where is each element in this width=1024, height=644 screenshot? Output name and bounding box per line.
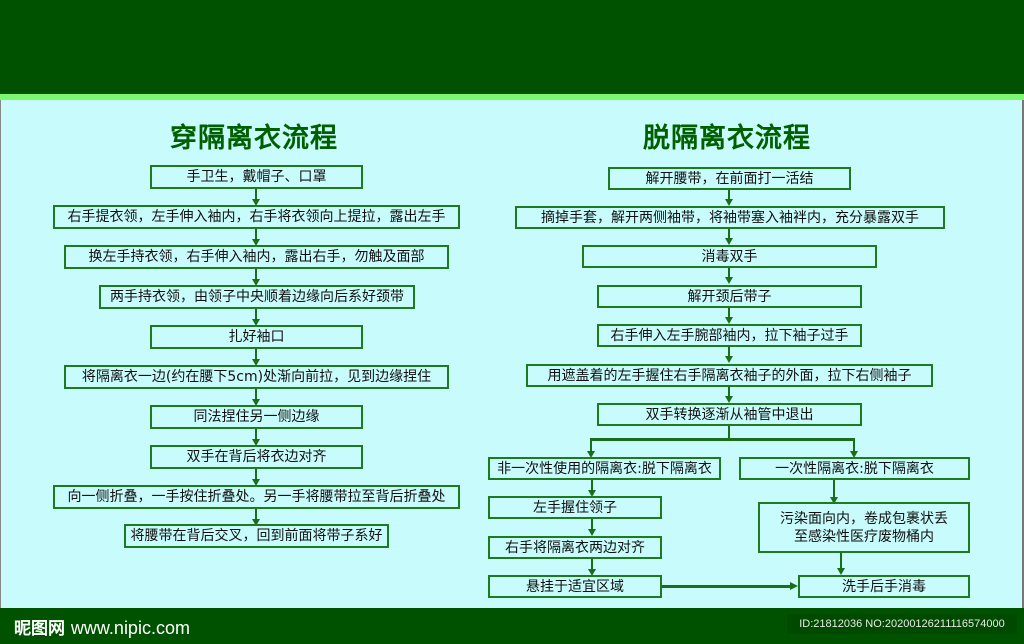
accent-line: [0, 94, 1024, 100]
arrow-down-icon: [725, 396, 733, 403]
don-connector: [255, 269, 257, 281]
don-connector: [255, 389, 257, 401]
doff-step-5: 右手伸入左手腕部袖内，拉下袖子过手: [597, 324, 862, 347]
branch-left-step-1: 非一次性使用的隔离衣:脱下隔离衣: [488, 457, 721, 480]
branch-left-connector: [591, 559, 593, 571]
don-step-3: 换左手持衣领，右手伸入袖内，露出右手，勿触及面部: [64, 245, 449, 269]
arrow-down-icon: [725, 277, 733, 284]
header-bar: [0, 0, 1024, 94]
arrow-down-icon: [252, 279, 260, 286]
doff-connector: [728, 347, 730, 358]
branch-right-step-1: 一次性隔离衣:脱下隔离衣: [739, 457, 970, 480]
don-connector: [255, 349, 257, 361]
doff-step-2: 摘掉手套，解开两侧袖带，将袖带塞入袖袢内，充分暴露双手: [515, 206, 945, 229]
don-connector: [255, 189, 257, 201]
don-step-5: 扎好袖口: [150, 325, 363, 349]
logo-url: www.nipic.com: [70, 618, 190, 638]
don-title: 穿隔离衣流程: [170, 123, 338, 154]
arrow-down-icon: [850, 451, 858, 458]
don-connector: [255, 429, 257, 441]
don-connector: [255, 229, 257, 241]
branch-right-step-2: 污染面向内，卷成包裹状丢至感染性医疗废物桶内: [758, 502, 970, 553]
merge-connector: [662, 585, 792, 588]
image-id-label: ID:21812036 NO:20200126211116574000: [787, 614, 1017, 634]
arrow-down-icon: [837, 568, 845, 575]
arrow-down-icon: [252, 519, 260, 526]
arrow-down-icon: [252, 479, 260, 486]
arrow-down-icon: [588, 569, 596, 576]
doff-connector: [728, 387, 730, 398]
don-connector: [255, 309, 257, 321]
doff-step-1: 解开腰带，在前面打一活结: [608, 167, 851, 190]
arrow-down-icon: [252, 319, 260, 326]
arrow-down-icon: [725, 199, 733, 206]
doff-step-6: 用遮盖着的左手握住右手隔离衣袖子的外面，拉下右侧袖子: [526, 364, 933, 387]
arrow-down-icon: [725, 356, 733, 363]
branch-connector: [590, 438, 855, 441]
branch-connector: [853, 438, 855, 453]
doff-step-7: 双手转换逐渐从袖管中退出: [597, 403, 862, 426]
arrow-down-icon: [252, 359, 260, 366]
don-step-7: 同法捏住另一侧边缘: [150, 405, 363, 429]
arrow-down-icon: [587, 451, 595, 458]
don-connector: [255, 509, 257, 521]
final-step: 洗手后手消毒: [798, 575, 970, 598]
watermark-logo: 昵图网 www.nipic.com: [14, 614, 190, 639]
logo-cn: 昵图网: [14, 619, 65, 639]
doff-connector: [728, 190, 730, 201]
arrow-right-icon: [790, 582, 798, 590]
doff-step-4: 解开颈后带子: [597, 285, 862, 308]
branch-connector: [590, 438, 592, 453]
don-step-10: 将腰带在背后交叉，回到前面将带子系好: [124, 524, 389, 548]
don-step-2: 右手提衣领，左手伸入袖内，右手将衣领向上提拉，露出左手: [53, 205, 460, 229]
arrow-down-icon: [252, 199, 260, 206]
don-step-9: 向一侧折叠，一手按住折叠处。另一手将腰带拉至背后折叠处: [53, 485, 460, 509]
arrow-down-icon: [588, 490, 596, 497]
arrow-down-icon: [252, 239, 260, 246]
arrow-down-icon: [252, 439, 260, 446]
branch-left-step-3: 右手将隔离衣两边对齐: [488, 536, 662, 559]
arrow-down-icon: [588, 529, 596, 536]
don-connector: [255, 469, 257, 481]
doff-connector: [728, 229, 730, 240]
branch-right-connector: [840, 553, 842, 570]
arrow-down-icon: [725, 238, 733, 245]
branch-left-step-2: 左手握住领子: [488, 496, 662, 519]
branch-right-connector: [833, 480, 835, 500]
arrow-down-icon: [252, 399, 260, 406]
right-border: [1022, 100, 1024, 608]
doff-title: 脱隔离衣流程: [643, 123, 811, 154]
branch-left-step-4: 悬挂于适宜区域: [488, 575, 662, 598]
arrow-down-icon: [830, 497, 838, 504]
doff-connector: [728, 268, 730, 279]
doff-step-3: 消毒双手: [582, 245, 877, 268]
don-step-8: 双手在背后将衣边对齐: [150, 445, 363, 469]
don-step-4: 两手持衣领，由领子中央顺着边缘向后系好颈带: [99, 285, 415, 309]
left-border: [0, 100, 1, 608]
branch-left-connector: [591, 519, 593, 531]
don-step-1: 手卫生，戴帽子、口罩: [150, 165, 363, 189]
branch-left-connector: [591, 480, 593, 492]
doff-connector: [728, 308, 730, 319]
branch-connector: [728, 426, 730, 440]
don-step-6: 将隔离衣一边(约在腰下5cm)处渐向前拉，见到边缘捏住: [64, 365, 449, 389]
arrow-down-icon: [725, 317, 733, 324]
